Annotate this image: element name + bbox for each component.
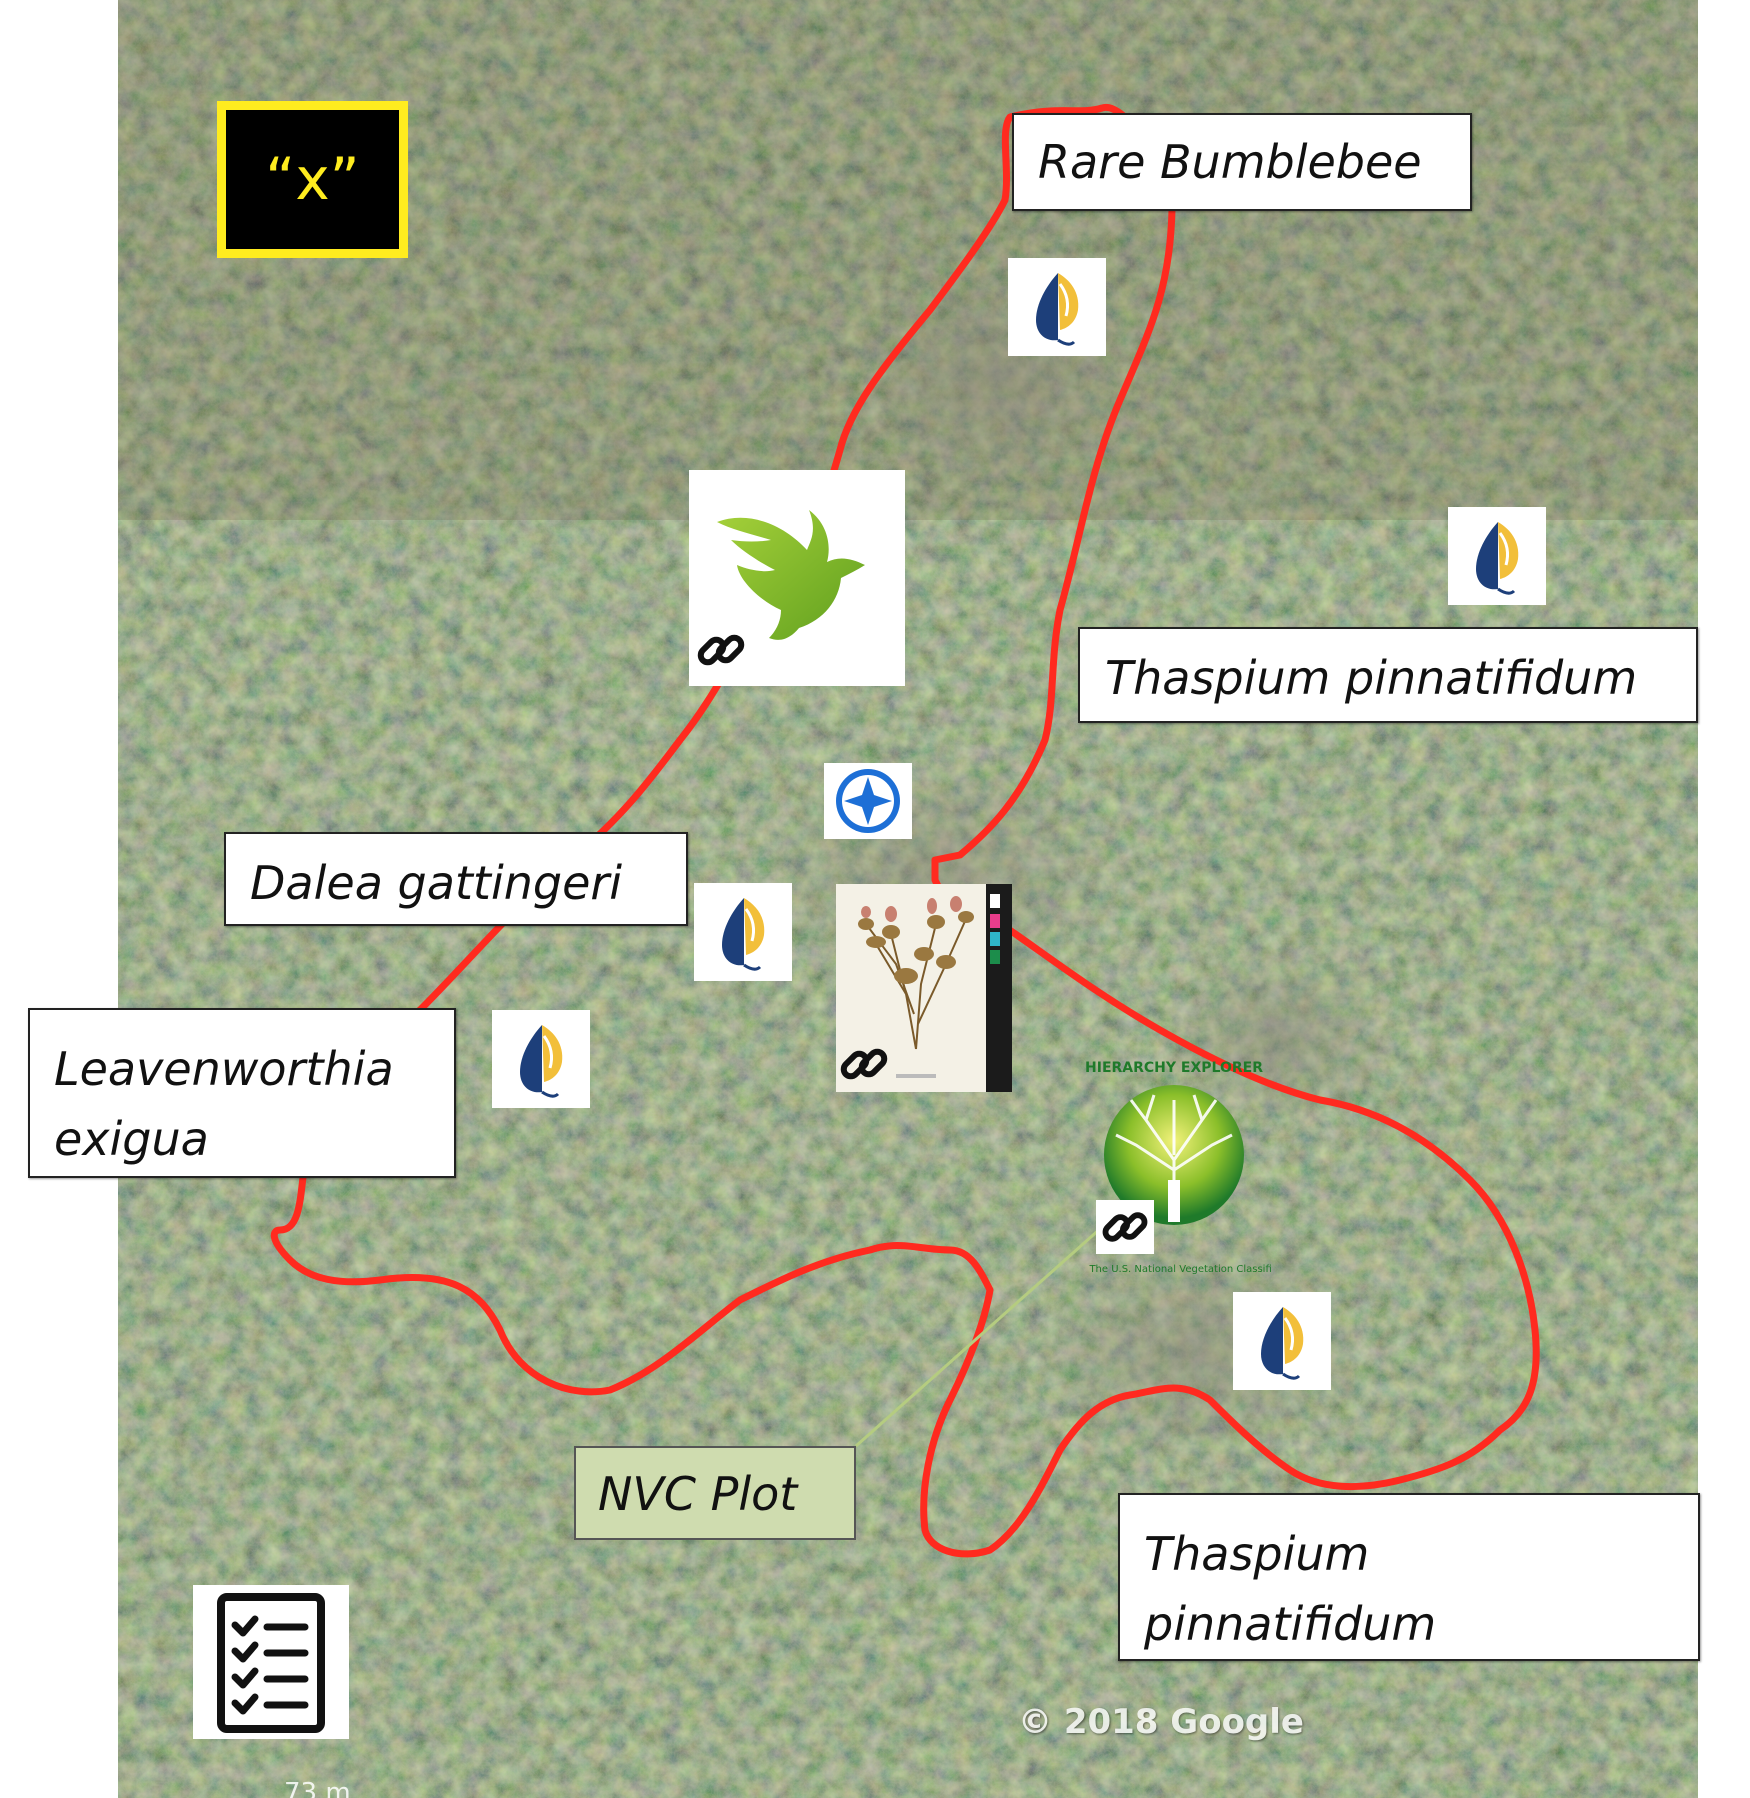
label-leavenworthia-line1: Leavenworthia xyxy=(54,1042,394,1096)
butterfly-marker-1[interactable] xyxy=(1008,258,1106,356)
inaturalist-observation-marker[interactable] xyxy=(689,470,905,686)
compass-icon xyxy=(836,769,900,833)
label-dalea-gattingeri[interactable]: Dalea gattingeri xyxy=(224,832,688,926)
herbarium-specimen-icon xyxy=(836,884,1012,1092)
link-icon xyxy=(697,634,745,666)
nvc-tree-logo: HIERARCHY EXPLORER The U.S. National Veg… xyxy=(1085,1060,1303,1275)
label-rare-bumblebee[interactable]: Rare Bumblebee xyxy=(1012,113,1472,211)
butterfly-marker-2[interactable] xyxy=(1448,507,1546,605)
herbarium-specimen-marker[interactable] xyxy=(836,884,1012,1092)
butterfly-icon xyxy=(520,1025,563,1098)
checklist-button[interactable] xyxy=(193,1585,349,1739)
map-scale-label: 73 m xyxy=(284,1778,351,1798)
compass-marker[interactable] xyxy=(824,763,912,839)
butterfly-icon xyxy=(722,898,765,971)
butterfly-icon xyxy=(1476,522,1519,595)
label-leavenworthia-line2: exigua xyxy=(54,1112,209,1166)
butterfly-icon xyxy=(1261,1307,1304,1380)
label-thaspium-upper-text: Thaspium pinnatifidum xyxy=(1105,651,1638,705)
link-icon xyxy=(1102,1212,1148,1242)
nvc-hierarchy-explorer-marker[interactable]: HIERARCHY EXPLORER The U.S. National Veg… xyxy=(1076,1050,1303,1286)
label-thaspium-pinnatifidum-upper[interactable]: Thaspium pinnatifidum xyxy=(1078,627,1698,723)
butterfly-marker-3[interactable] xyxy=(694,883,792,981)
inaturalist-bird-icon xyxy=(717,510,865,640)
nvc-plot-label-text: NVC Plot xyxy=(598,1467,798,1521)
map-attribution: © 2018 Google xyxy=(1018,1702,1304,1742)
nvc-logo-ring-text: HIERARCHY EXPLORER xyxy=(1085,1060,1263,1076)
butterfly-icon xyxy=(1036,273,1079,346)
label-thaspium-pinnatifidum-lower[interactable]: Thaspium pinnatifidum xyxy=(1118,1493,1700,1661)
nvc-plot-leader-line xyxy=(855,1218,1111,1448)
label-leavenworthia-exigua[interactable]: Leavenworthia exigua xyxy=(28,1008,456,1178)
nvc-logo-caption: The U.S. National Vegetation Classificat… xyxy=(1088,1264,1272,1275)
x-marker-label: “x” xyxy=(265,145,360,213)
nvc-link-tile[interactable] xyxy=(1096,1200,1154,1254)
label-thaspium-lower-line1: Thaspium xyxy=(1144,1527,1370,1581)
butterfly-marker-4[interactable] xyxy=(492,1010,590,1108)
label-thaspium-lower-line2: pinnatifidum xyxy=(1144,1597,1437,1651)
label-dalea-text: Dalea gattingeri xyxy=(250,856,623,910)
link-icon xyxy=(840,1048,888,1080)
x-marker-box[interactable]: “x” xyxy=(217,101,408,258)
nvc-plot-label[interactable]: NVC Plot xyxy=(574,1446,856,1540)
butterfly-marker-5[interactable] xyxy=(1233,1292,1331,1390)
checklist-icon xyxy=(217,1593,325,1733)
label-rare-bumblebee-text: Rare Bumblebee xyxy=(1038,135,1422,189)
